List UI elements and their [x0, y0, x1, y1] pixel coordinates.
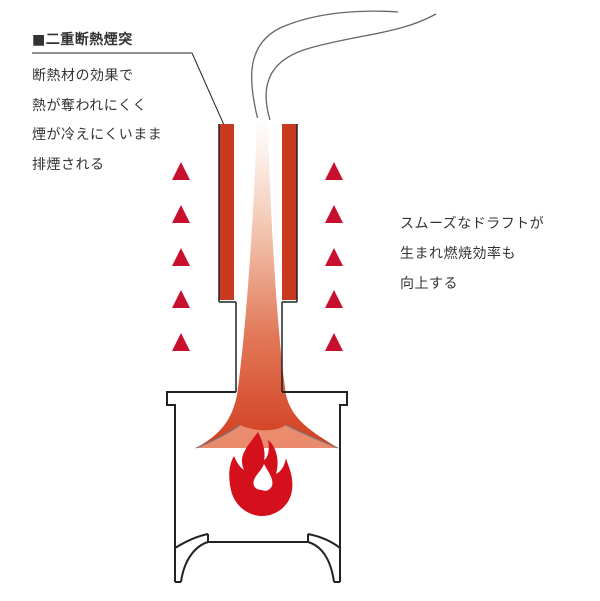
- up-arrow-icon: [172, 290, 190, 308]
- up-arrow-icon: [172, 205, 190, 223]
- up-arrow-icon: [325, 333, 343, 351]
- double-wall-chimney-title: ■二重断熱煙突: [32, 32, 133, 48]
- up-arrow-icon: [325, 162, 343, 180]
- heat-lines: [195, 424, 339, 449]
- up-arrow-icon: [325, 290, 343, 308]
- up-arrow-icon: [172, 248, 190, 266]
- insulation-left: [219, 124, 234, 300]
- up-arrow-icon: [172, 162, 190, 180]
- insulation-line: 断熱材の効果で: [32, 68, 134, 84]
- insulation-line: 熱が奪われにくく: [32, 97, 148, 114]
- up-arrows-left: [172, 162, 190, 351]
- draft-line: スムーズなドラフトが: [400, 216, 545, 232]
- insulation-line: 排煙される: [32, 156, 105, 173]
- up-arrow-icon: [172, 333, 190, 351]
- flame-icon: [229, 432, 293, 516]
- insulation-description: 断熱材の効果で 熱が奪われにくく 煙が冷えにくいまま 排煙される: [32, 62, 162, 180]
- up-arrows-right: [325, 162, 343, 351]
- draft-line: 生まれ燃焼効率も: [400, 246, 516, 262]
- up-arrow-icon: [325, 248, 343, 266]
- smoke-column: [196, 118, 338, 448]
- stove-body: [166, 391, 348, 583]
- draft-description: スムーズなドラフトが 生まれ燃焼効率も 向上する: [400, 209, 544, 299]
- insulation-line: 煙が冷えにくいまま: [32, 127, 163, 143]
- draft-line: 向上する: [400, 276, 458, 292]
- smoke-wisps: [250, 10, 437, 121]
- chimney-outline: [218, 124, 298, 392]
- insulation-right: [282, 124, 297, 300]
- up-arrow-icon: [325, 205, 343, 223]
